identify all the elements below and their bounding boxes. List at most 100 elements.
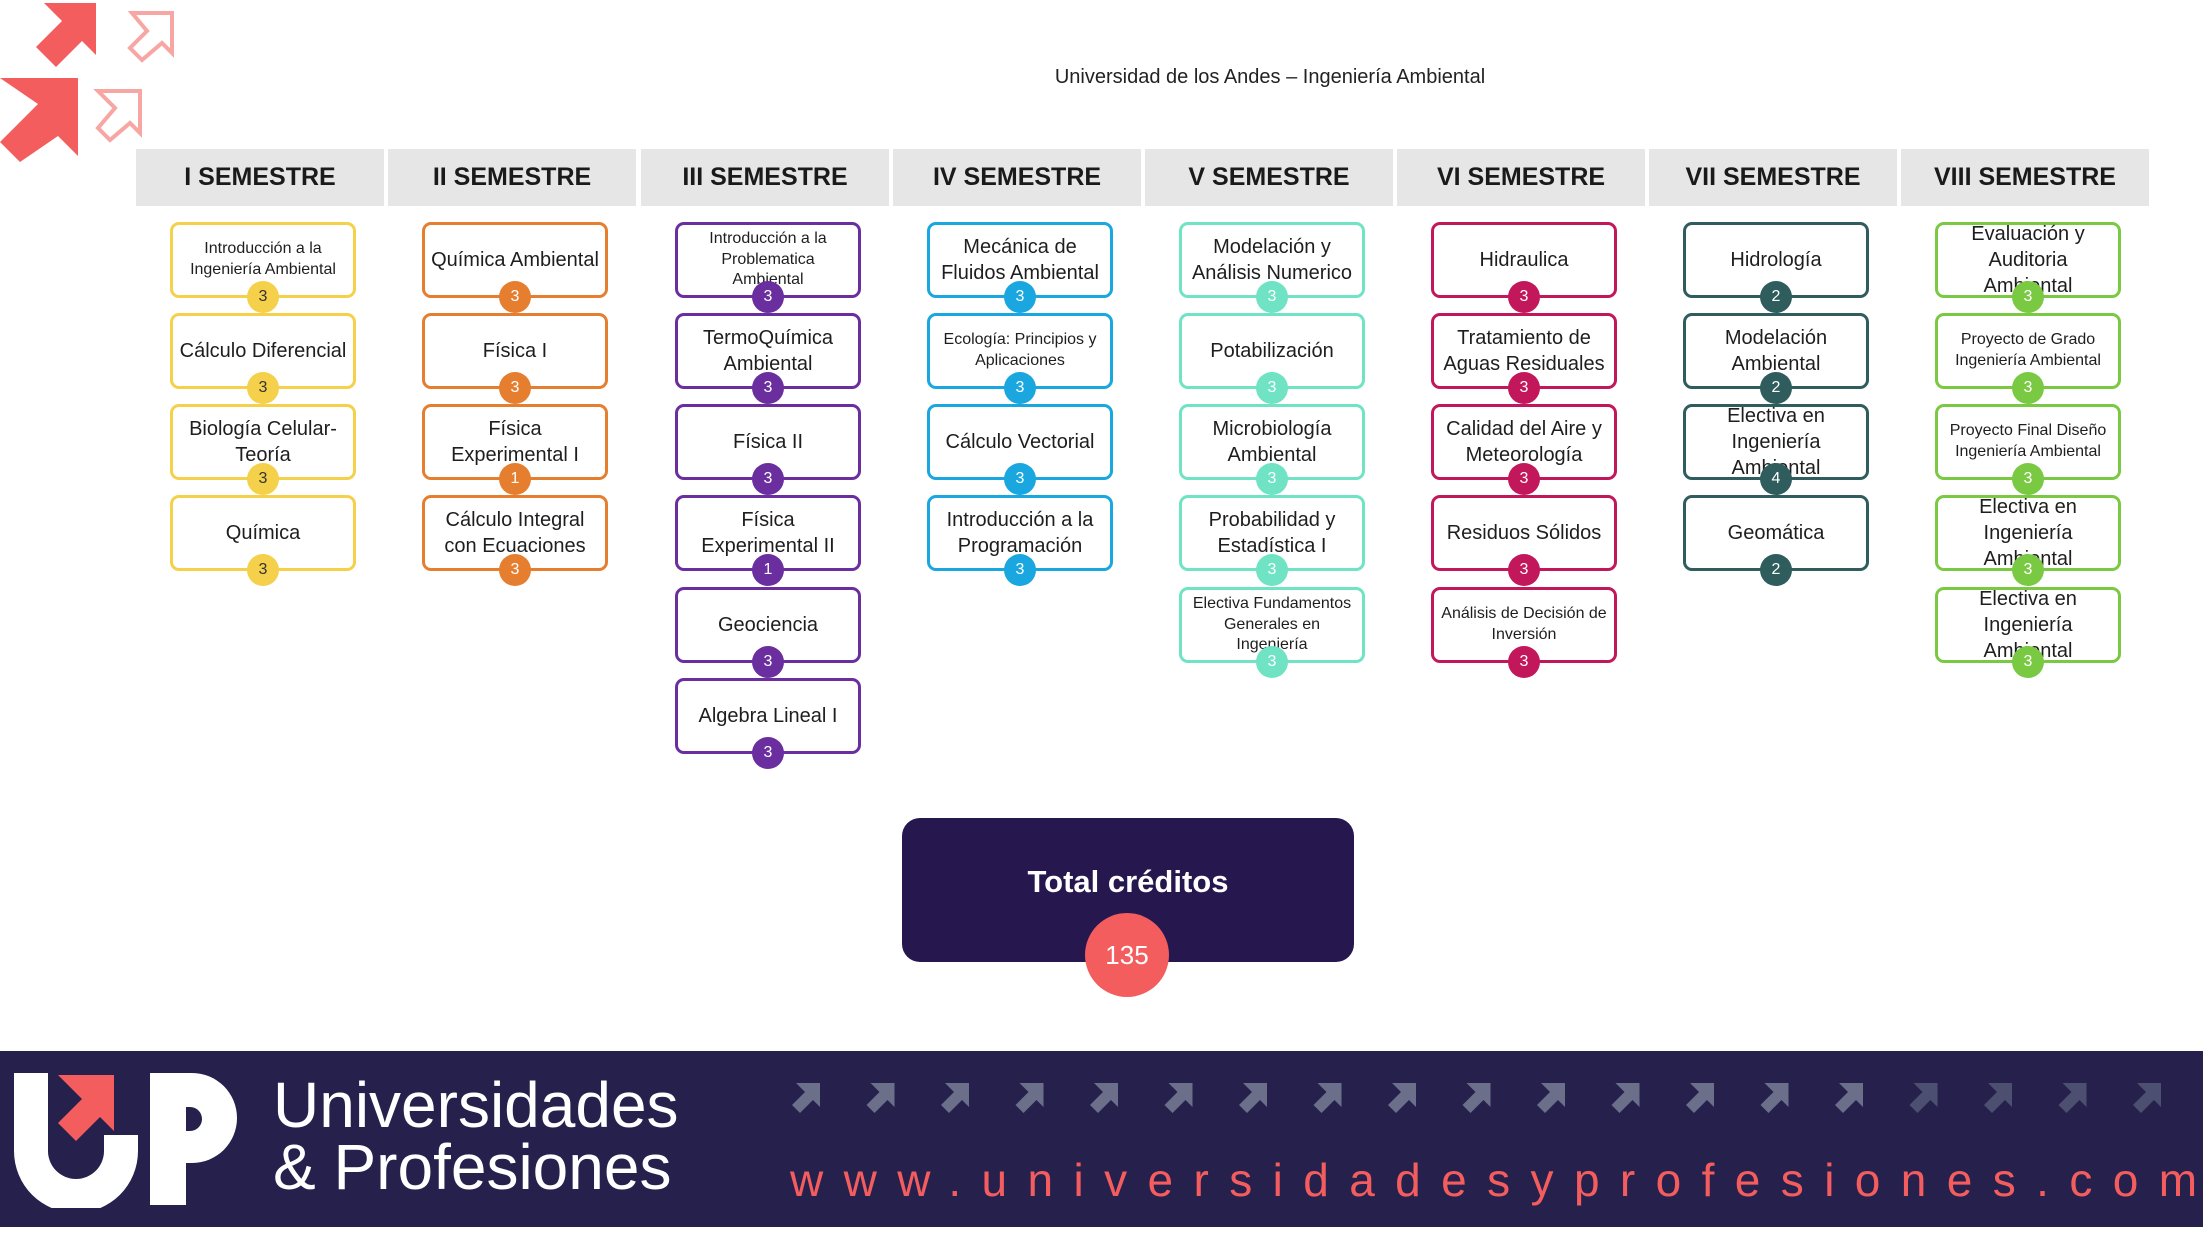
credit-badge: 3 bbox=[1004, 463, 1036, 495]
credit-badge: 3 bbox=[1256, 463, 1288, 495]
course-name: Potabilización bbox=[1210, 340, 1334, 362]
total-credits-label: Total créditos bbox=[1027, 864, 1229, 899]
semester-header: VII SEMESTRE bbox=[1649, 149, 1897, 206]
course-name: Química Ambiental bbox=[431, 249, 599, 271]
credit-badge: 3 bbox=[752, 372, 784, 404]
website-link[interactable]: www.universidadesyprofesiones.com bbox=[790, 1154, 2208, 1206]
course-name: Biología Celular-Teoría bbox=[189, 418, 337, 466]
arrow-pattern-mark bbox=[1164, 1083, 1193, 1113]
course-card: Algebra Lineal I 3 bbox=[675, 678, 861, 769]
credit-badge: 2 bbox=[1760, 554, 1792, 586]
credit-badge: 3 bbox=[499, 372, 531, 404]
semester-header: VI SEMESTRE bbox=[1397, 149, 1645, 206]
arrow-pattern-mark bbox=[1760, 1083, 1789, 1113]
arrows-logo-icon bbox=[0, 3, 174, 162]
credit-badge: 3 bbox=[1004, 372, 1036, 404]
arrow-pattern-mark bbox=[1388, 1083, 1416, 1113]
credit-badge: 3 bbox=[2012, 463, 2044, 495]
course-name: Hidrología bbox=[1730, 249, 1822, 271]
course-name: Geociencia bbox=[717, 614, 819, 636]
arrow-pattern-mark bbox=[1686, 1083, 1714, 1113]
course-name: Residuos Sólidos bbox=[1446, 522, 1602, 544]
credit-badge: 3 bbox=[499, 554, 531, 586]
course-card: Residuos Sólidos 3 bbox=[1431, 495, 1617, 586]
arrow-pattern-mark bbox=[1835, 1083, 1863, 1113]
credit-badge: 3 bbox=[1508, 646, 1540, 678]
course-name: Física Experimental I bbox=[451, 418, 579, 466]
credit-badge: 3 bbox=[2012, 646, 2044, 678]
arrow-pattern-mark bbox=[1090, 1083, 1118, 1113]
credit-badge: 3 bbox=[752, 646, 784, 678]
semester-header: I SEMESTRE bbox=[136, 149, 384, 206]
course-card: Física I 3 bbox=[422, 313, 608, 404]
course-card: Introducción a la Problematica Ambiental… bbox=[675, 222, 861, 313]
credit-badge: 3 bbox=[247, 463, 279, 495]
course-card: Hidraulica 3 bbox=[1431, 222, 1617, 313]
arrow-pattern-mark bbox=[2133, 1083, 2161, 1113]
course-name: TermoQuímica Ambiental bbox=[702, 327, 834, 375]
credit-badge: 3 bbox=[1256, 372, 1288, 404]
credit-badge: 3 bbox=[1508, 554, 1540, 586]
credit-badge: 2 bbox=[1760, 372, 1792, 404]
footer-banner: Universidades & Profesiones www.universi… bbox=[0, 1051, 2203, 1227]
course-name: Física Experimental II bbox=[701, 509, 835, 557]
course-name: Proyecto Final Diseño Ingeniería Ambient… bbox=[1949, 422, 2107, 460]
course-name: Microbiología Ambiental bbox=[1212, 418, 1332, 466]
credit-badge: 1 bbox=[752, 554, 784, 586]
course-card: Electiva en Ingeniería Ambiental4 bbox=[1683, 404, 1869, 495]
credit-badge: 3 bbox=[247, 554, 279, 586]
credit-badge: 3 bbox=[499, 281, 531, 313]
arrow-pattern-mark bbox=[1313, 1083, 1342, 1113]
credit-badge: 3 bbox=[752, 737, 784, 769]
arrow-pattern-mark bbox=[941, 1083, 969, 1113]
course-name: Electiva Fundamentos Generales en Ingeni… bbox=[1192, 594, 1352, 654]
course-name: Geomática bbox=[1727, 522, 1825, 544]
course-card: Potabilización 3 bbox=[1179, 313, 1365, 404]
course-name: Introducción a la Programación bbox=[946, 509, 1094, 557]
credit-badge: 3 bbox=[1508, 281, 1540, 313]
arrow-pattern-mark bbox=[1611, 1083, 1640, 1113]
credit-badge: 3 bbox=[752, 463, 784, 495]
course-name: Cálculo Integral con Ecuaciones bbox=[444, 509, 586, 557]
semester-header: V SEMESTRE bbox=[1145, 149, 1393, 206]
course-card: Geociencia 3 bbox=[675, 587, 861, 678]
brand-name: Universidades & Profesiones bbox=[273, 1069, 679, 1203]
course-name: Cálculo Vectorial bbox=[945, 431, 1095, 453]
course-name: Modelación y Análisis Numerico bbox=[1191, 236, 1353, 284]
course-card: Cálculo Vectorial 3 bbox=[927, 404, 1113, 495]
course-card: Física II 3 bbox=[675, 404, 861, 495]
arrow-pattern-icon bbox=[792, 1083, 2161, 1113]
course-name: Física II bbox=[732, 431, 803, 453]
course-card: Proyecto Final Diseño Ingeniería Ambient… bbox=[1935, 404, 2121, 495]
credit-badge: 3 bbox=[1508, 372, 1540, 404]
course-name: Algebra Lineal I bbox=[698, 705, 838, 727]
course-name: Hidraulica bbox=[1479, 249, 1569, 271]
course-name: Modelación Ambiental bbox=[1724, 327, 1828, 375]
total-credits-badge: 135 bbox=[1085, 913, 1169, 997]
credit-badge: 4 bbox=[1760, 463, 1792, 495]
course-name: Introducción a la Problematica Ambiental bbox=[709, 229, 827, 289]
arrow-pattern-mark bbox=[2058, 1083, 2087, 1113]
course-name: Física I bbox=[482, 340, 548, 362]
course-name: Evaluación y Auditoria Ambiental bbox=[1971, 223, 2085, 297]
credit-badge: 1 bbox=[499, 463, 531, 495]
